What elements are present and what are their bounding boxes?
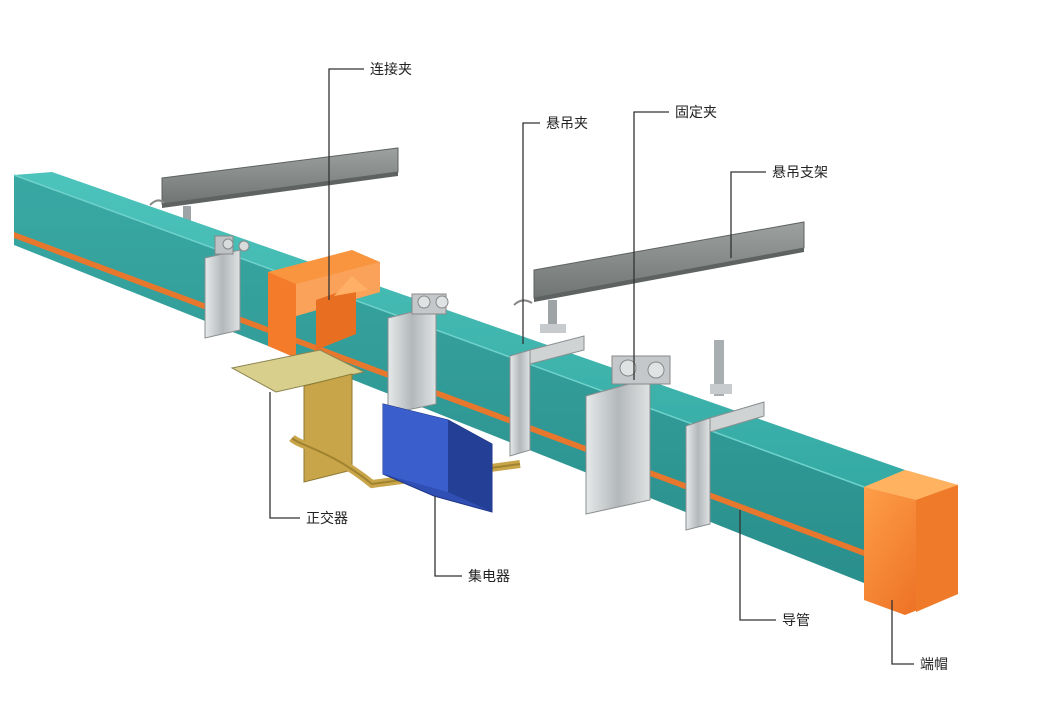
label-collector: 集电器 bbox=[468, 569, 510, 585]
hanger-bracket-right bbox=[513, 221, 805, 333]
hanger-clamp-1 bbox=[204, 235, 250, 339]
label-hanger-clamp: 悬吊夹 bbox=[546, 116, 588, 132]
hanger-clamp-3 bbox=[685, 340, 765, 531]
hanger-clamp bbox=[509, 335, 585, 457]
tow-arm bbox=[230, 349, 521, 489]
label-fixed-clamp: 固定夹 bbox=[675, 105, 717, 121]
label-connector-clamp: 连接夹 bbox=[370, 62, 412, 78]
connector-clamp bbox=[268, 250, 380, 358]
label-hanger-bracket: 悬吊支架 bbox=[772, 165, 828, 181]
collector bbox=[382, 403, 493, 513]
callout-lines bbox=[269, 68, 914, 665]
label-tow-arm: 正交器 bbox=[306, 511, 348, 527]
label-conductor-tube: 导管 bbox=[782, 613, 810, 629]
end-cap bbox=[864, 470, 958, 615]
fixed-clamp bbox=[585, 355, 671, 515]
label-end-cap: 端帽 bbox=[920, 657, 948, 673]
hanger-clamp-2 bbox=[387, 293, 449, 415]
